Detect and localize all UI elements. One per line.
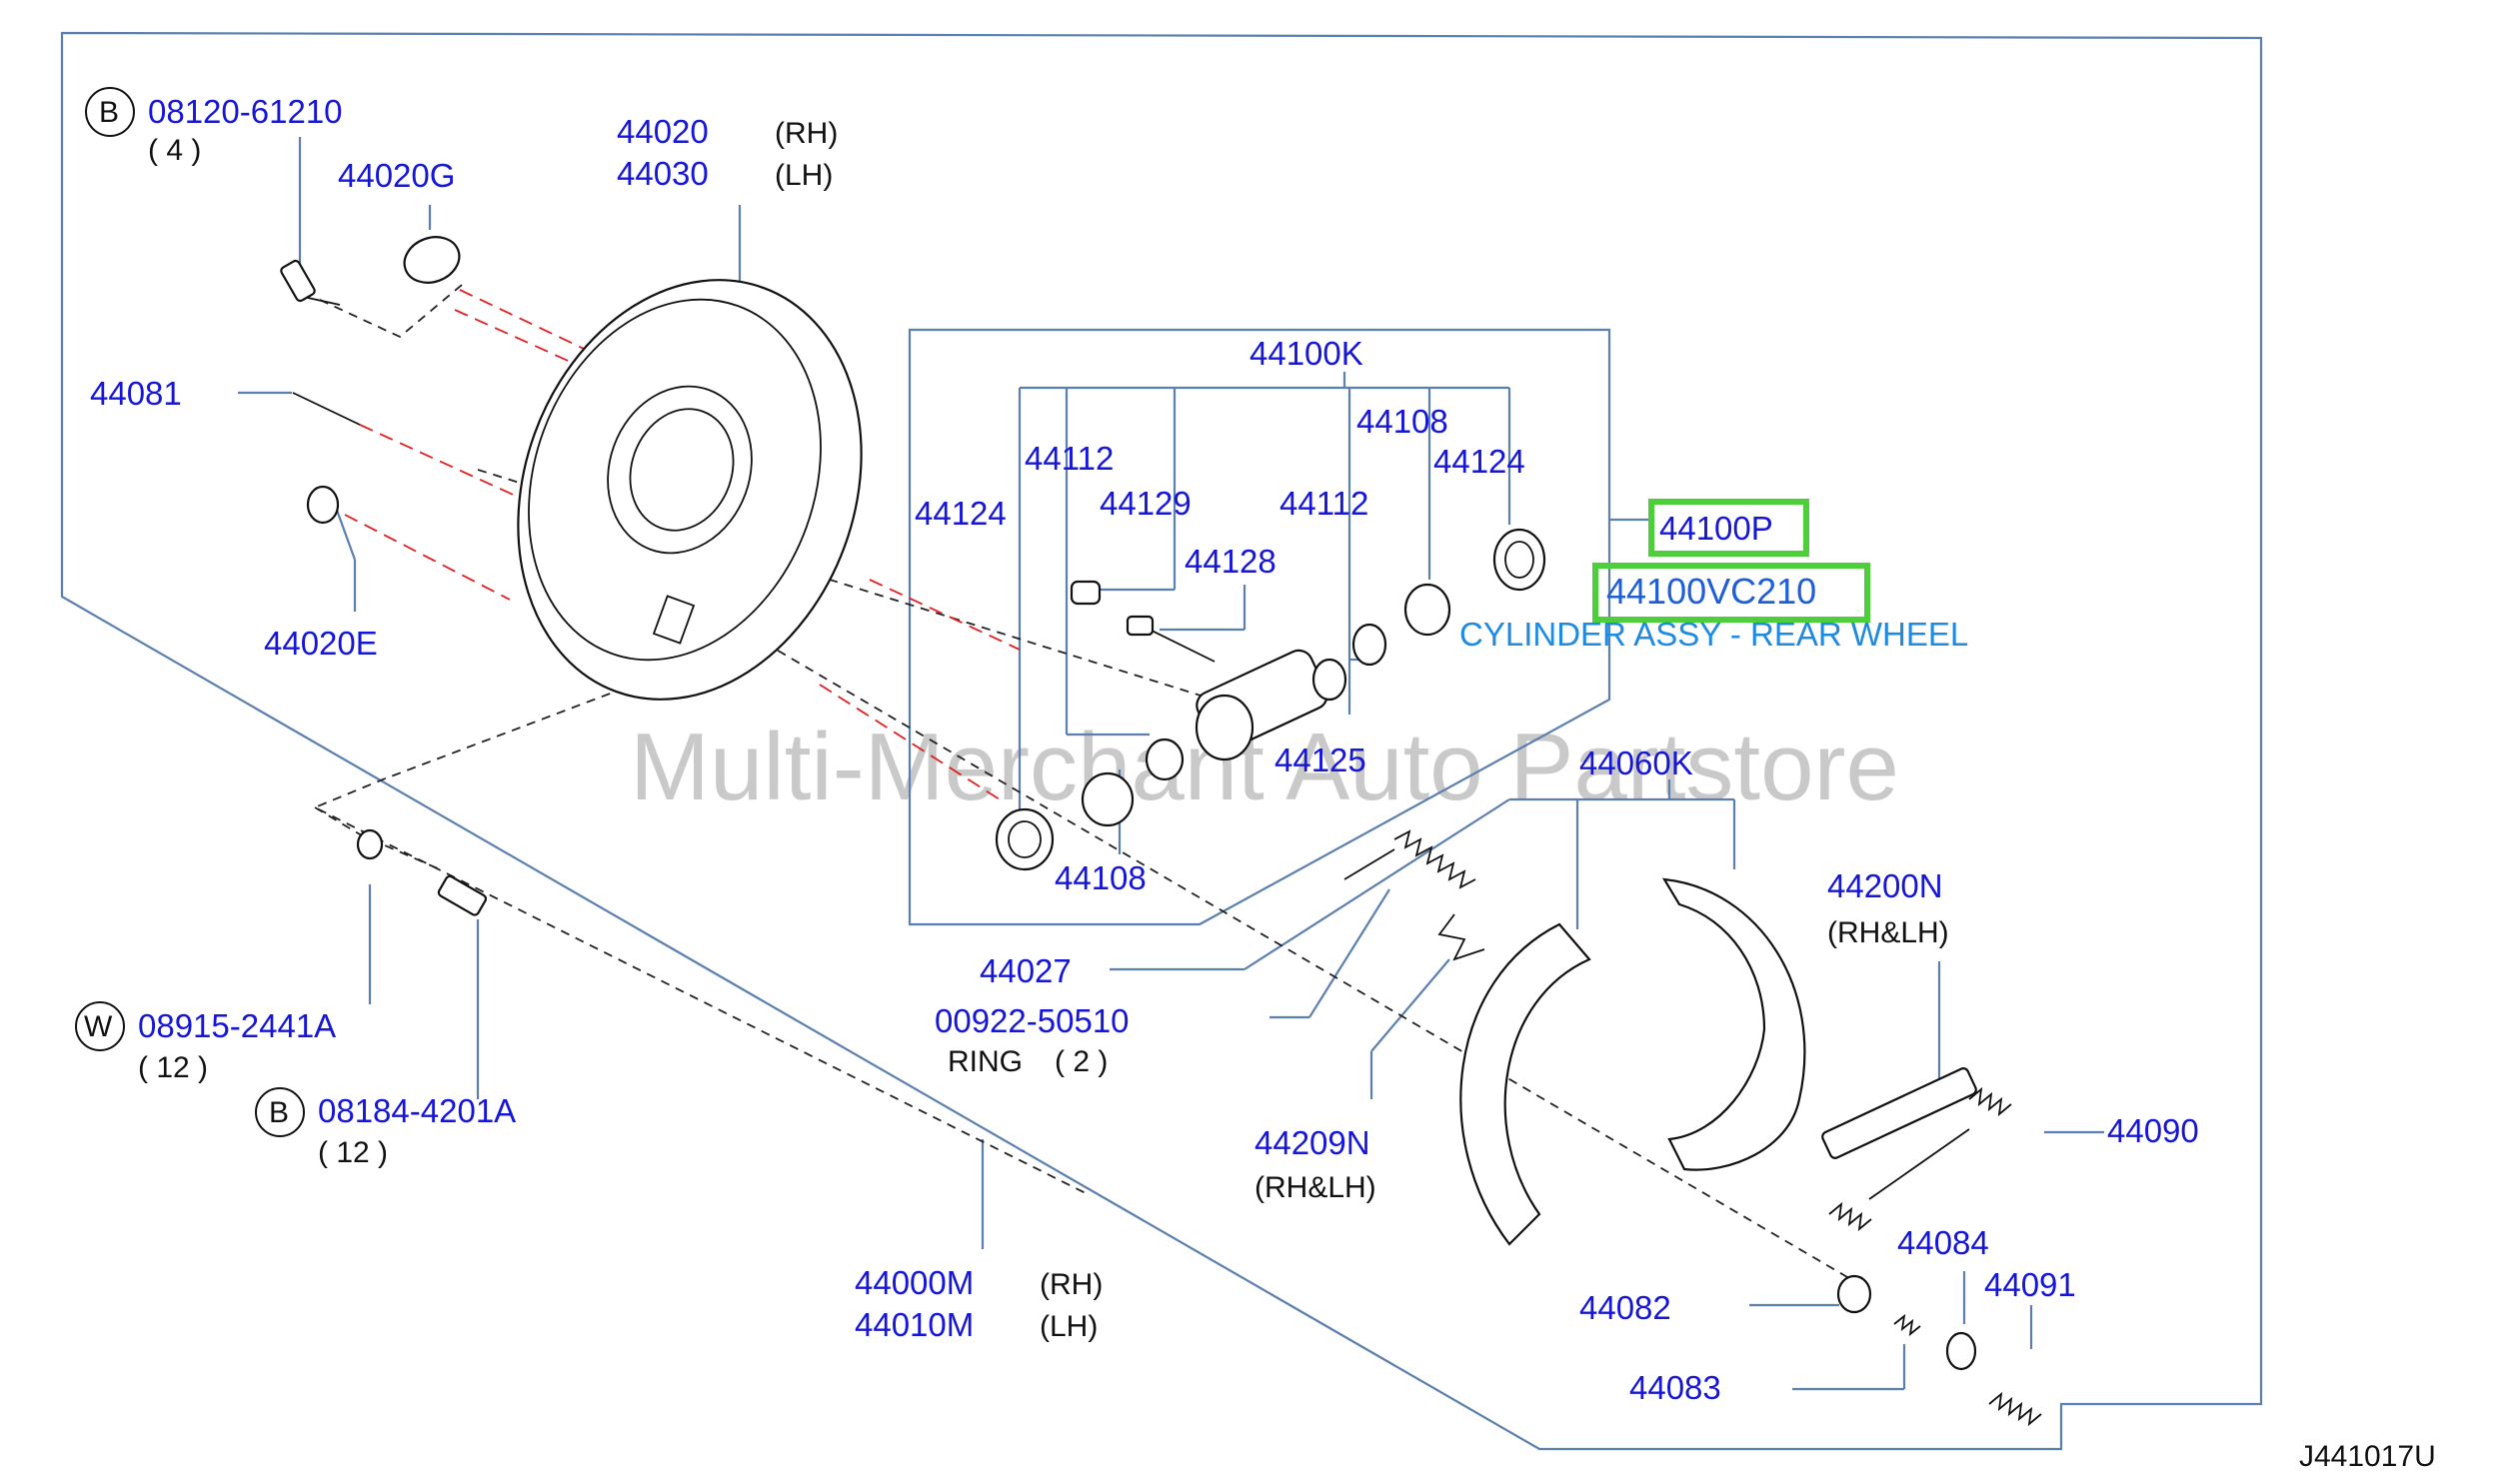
label-08120-61210: 08120-61210: [148, 93, 343, 130]
label-44010m: 44010M: [855, 1306, 974, 1343]
backing-plate: [517, 279, 863, 701]
cylinder-subframe: [908, 328, 1611, 926]
label-44100p: 44100P: [1659, 510, 1773, 547]
diagram-code: J441017U: [2299, 1440, 2436, 1473]
label-44108-top: 44108: [1356, 403, 1448, 440]
springs-and-adjuster: [356, 828, 2042, 1427]
label-44129: 44129: [1100, 485, 1192, 522]
label-cylinder-description: CYLINDER ASSY - REAR WHEEL: [1459, 616, 1968, 653]
label-44124-left: 44124: [915, 495, 1007, 532]
label-44020g: 44020G: [338, 157, 455, 194]
label-44100k: 44100K: [1250, 335, 1363, 372]
label-44010m-lh: (LH): [1040, 1310, 1098, 1343]
label-44020-rh: (RH): [775, 117, 838, 150]
label-08184-4201a: 08184-4201A: [318, 1092, 516, 1129]
label-44083: 44083: [1629, 1369, 1721, 1406]
label-44209n: 44209N: [1255, 1124, 1370, 1161]
label-44090: 44090: [2107, 1112, 2199, 1149]
leader-lines: [238, 137, 2104, 1391]
label-ring-qty: ( 2 ): [1055, 1045, 1108, 1078]
label-44108-bottom: 44108: [1055, 859, 1147, 896]
brake-shoes: [1459, 877, 1806, 1246]
label-ring: RING: [948, 1045, 1023, 1078]
label-44100vc210: 44100VC210: [1606, 571, 1816, 612]
label-44020: 44020: [617, 113, 709, 150]
label-44000m-rh: (RH): [1040, 1268, 1103, 1301]
label-44020e: 44020E: [264, 625, 378, 662]
label-qty-12-b: ( 12 ): [318, 1136, 388, 1169]
label-44209n-side: (RH&LH): [1255, 1171, 1376, 1204]
label-44082: 44082: [1579, 1289, 1671, 1326]
label-44112-left: 44112: [1025, 440, 1114, 477]
svg-text:W: W: [84, 1010, 113, 1043]
label-44000m: 44000M: [855, 1264, 974, 1301]
label-44030-lh: (LH): [775, 159, 833, 192]
label-44124-right: 44124: [1433, 443, 1525, 480]
label-44125: 44125: [1274, 742, 1366, 778]
label-qty-12-w: ( 12 ): [138, 1051, 208, 1084]
label-44084: 44084: [1897, 1224, 1989, 1261]
highlight-box-44100vc210: [1592, 563, 1870, 623]
highlight-box-44100p: [1648, 499, 1809, 557]
label-qty-4: ( 4 ): [148, 134, 201, 167]
svg-text:B: B: [269, 1096, 289, 1129]
wheel-cylinder: [995, 528, 1546, 871]
label-44128: 44128: [1185, 543, 1276, 580]
label-44027: 44027: [980, 952, 1072, 989]
badge-b-1: B: [85, 87, 135, 137]
outer-frame: [60, 31, 2263, 1451]
svg-text:B: B: [99, 96, 119, 129]
plate-small-parts: [280, 236, 461, 525]
label-44030: 44030: [617, 155, 709, 192]
label-44081: 44081: [90, 375, 182, 412]
label-44060k: 44060K: [1579, 744, 1693, 781]
label-00922-50510: 00922-50510: [935, 1002, 1130, 1039]
badge-w: W: [75, 1001, 125, 1051]
label-44200n-side: (RH&LH): [1827, 916, 1949, 949]
label-44091: 44091: [1984, 1266, 2076, 1303]
label-44200n: 44200N: [1827, 867, 1943, 904]
label-08915-2441a: 08915-2441A: [138, 1007, 336, 1044]
badge-b-2: B: [255, 1087, 305, 1137]
label-44112-right: 44112: [1279, 485, 1368, 522]
